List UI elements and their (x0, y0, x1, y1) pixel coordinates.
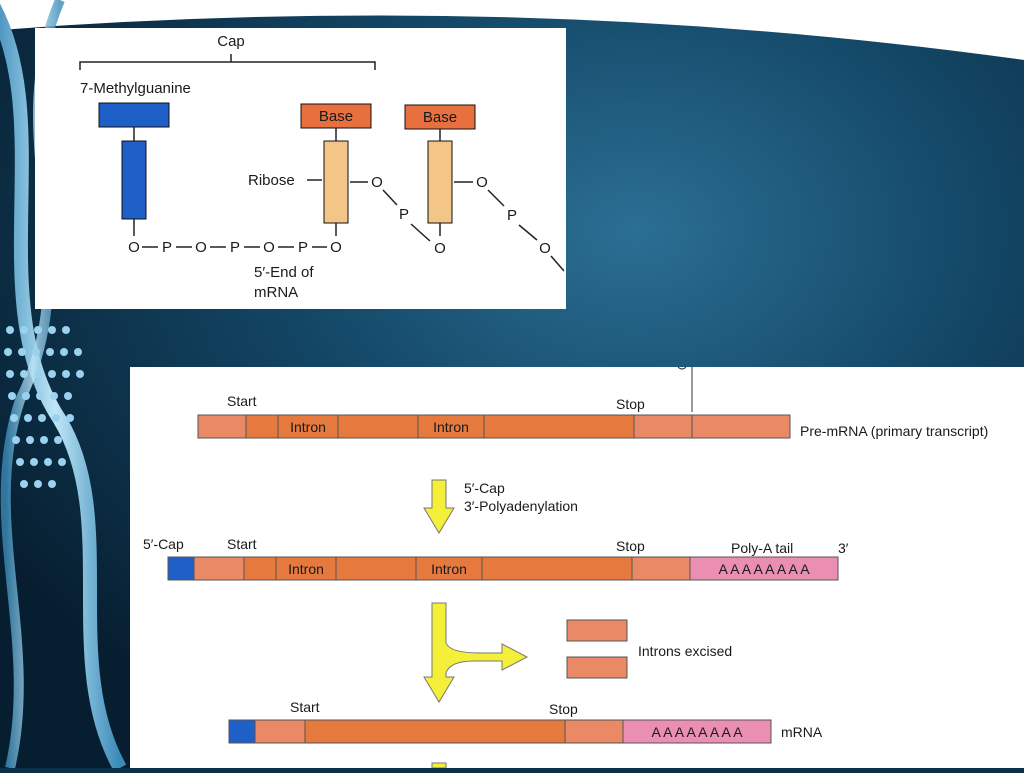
cap-structure-panel: Cap 7-Methylguanine Base Ribose Base O P… (35, 28, 566, 309)
base-box-1 (300, 103, 372, 129)
phosphodiester-linker-1: O P O (350, 174, 446, 257)
down-arrow-1 (423, 479, 455, 534)
premrna-start-label: Start (227, 393, 257, 409)
base-label-2: Base (423, 109, 457, 126)
base-label-1: Base (319, 108, 353, 125)
svg-text:P: P (230, 239, 240, 256)
polya-tail-label: Poly-A tail (731, 540, 793, 556)
mrna-start-label: Start (290, 699, 320, 715)
down-arrow-3 (431, 762, 447, 769)
capped-start-label: Start (227, 536, 257, 552)
methylguanine-base (98, 102, 170, 128)
step1-cap-label: 5′-Cap (464, 480, 505, 496)
cap-structure-diagram: Cap 7-Methylguanine Base Ribose Base O P… (79, 33, 565, 301)
mrna-label: mRNA (781, 724, 823, 740)
svg-text:O: O (476, 174, 488, 191)
five-prime-end-label-mrna: mRNA (254, 284, 298, 301)
three-prime-label: 3′ (838, 540, 849, 556)
ribose-label: Ribose (248, 172, 295, 189)
capped-five-prime-cap-label: 5′-Cap (143, 536, 184, 552)
mrna-polya-sequence: A A A A A A A A (651, 724, 743, 740)
capped-intron-1: Intron (288, 561, 324, 577)
mrna-strand (228, 719, 772, 744)
premrna-label: Pre-mRNA (primary transcript) (800, 423, 988, 439)
splicing-arrow (423, 602, 529, 703)
capped-polya-sequence: A A A A A A A A (718, 561, 810, 577)
svg-text:O: O (371, 174, 383, 191)
methylguanine-ribose (121, 140, 147, 220)
cap-label: Cap (217, 33, 245, 50)
svg-text:O: O (539, 240, 551, 257)
phosphodiester-linker-2: O P O (454, 174, 565, 272)
ribose-box-1 (323, 140, 349, 224)
svg-text:P: P (507, 207, 517, 224)
svg-text:O: O (434, 240, 446, 257)
excised-intron-2 (566, 656, 628, 679)
svg-text:P: P (298, 239, 308, 256)
rna-processing-diagram: Start Stop Intron Intron Pre-mRNA (prima… (143, 366, 988, 769)
triphosphate-chain: O P O P O P O (128, 239, 342, 256)
capped-stop-label: Stop (616, 538, 645, 554)
five-prime-end-label: 5′-End of (254, 264, 314, 281)
introns-excised-label: Introns excised (638, 643, 732, 659)
svg-text:O: O (128, 239, 140, 256)
cap-bracket (79, 61, 376, 70)
svg-text:P: P (399, 206, 409, 223)
svg-text:O: O (330, 239, 342, 256)
capped-intron-2: Intron (431, 561, 467, 577)
premrna-strand (197, 414, 791, 439)
premrna-intron-1: Intron (290, 419, 326, 435)
ribose-box-2 (427, 140, 453, 224)
svg-text:O: O (195, 239, 207, 256)
svg-text:O: O (263, 239, 275, 256)
capped-strand (167, 556, 839, 581)
mrna-stop-label: Stop (549, 701, 578, 717)
step1-polyadenylation-label: 3′-Polyadenylation (464, 498, 578, 514)
premrna-intron-2: Intron (433, 419, 469, 435)
excised-intron-1 (566, 619, 628, 642)
rna-processing-panel: Start Stop Intron Intron Pre-mRNA (prima… (130, 366, 1024, 769)
premrna-stop-label: Stop (616, 396, 645, 412)
svg-text:P: P (162, 239, 172, 256)
methylguanine-label: 7-Methylguanine (80, 80, 191, 97)
